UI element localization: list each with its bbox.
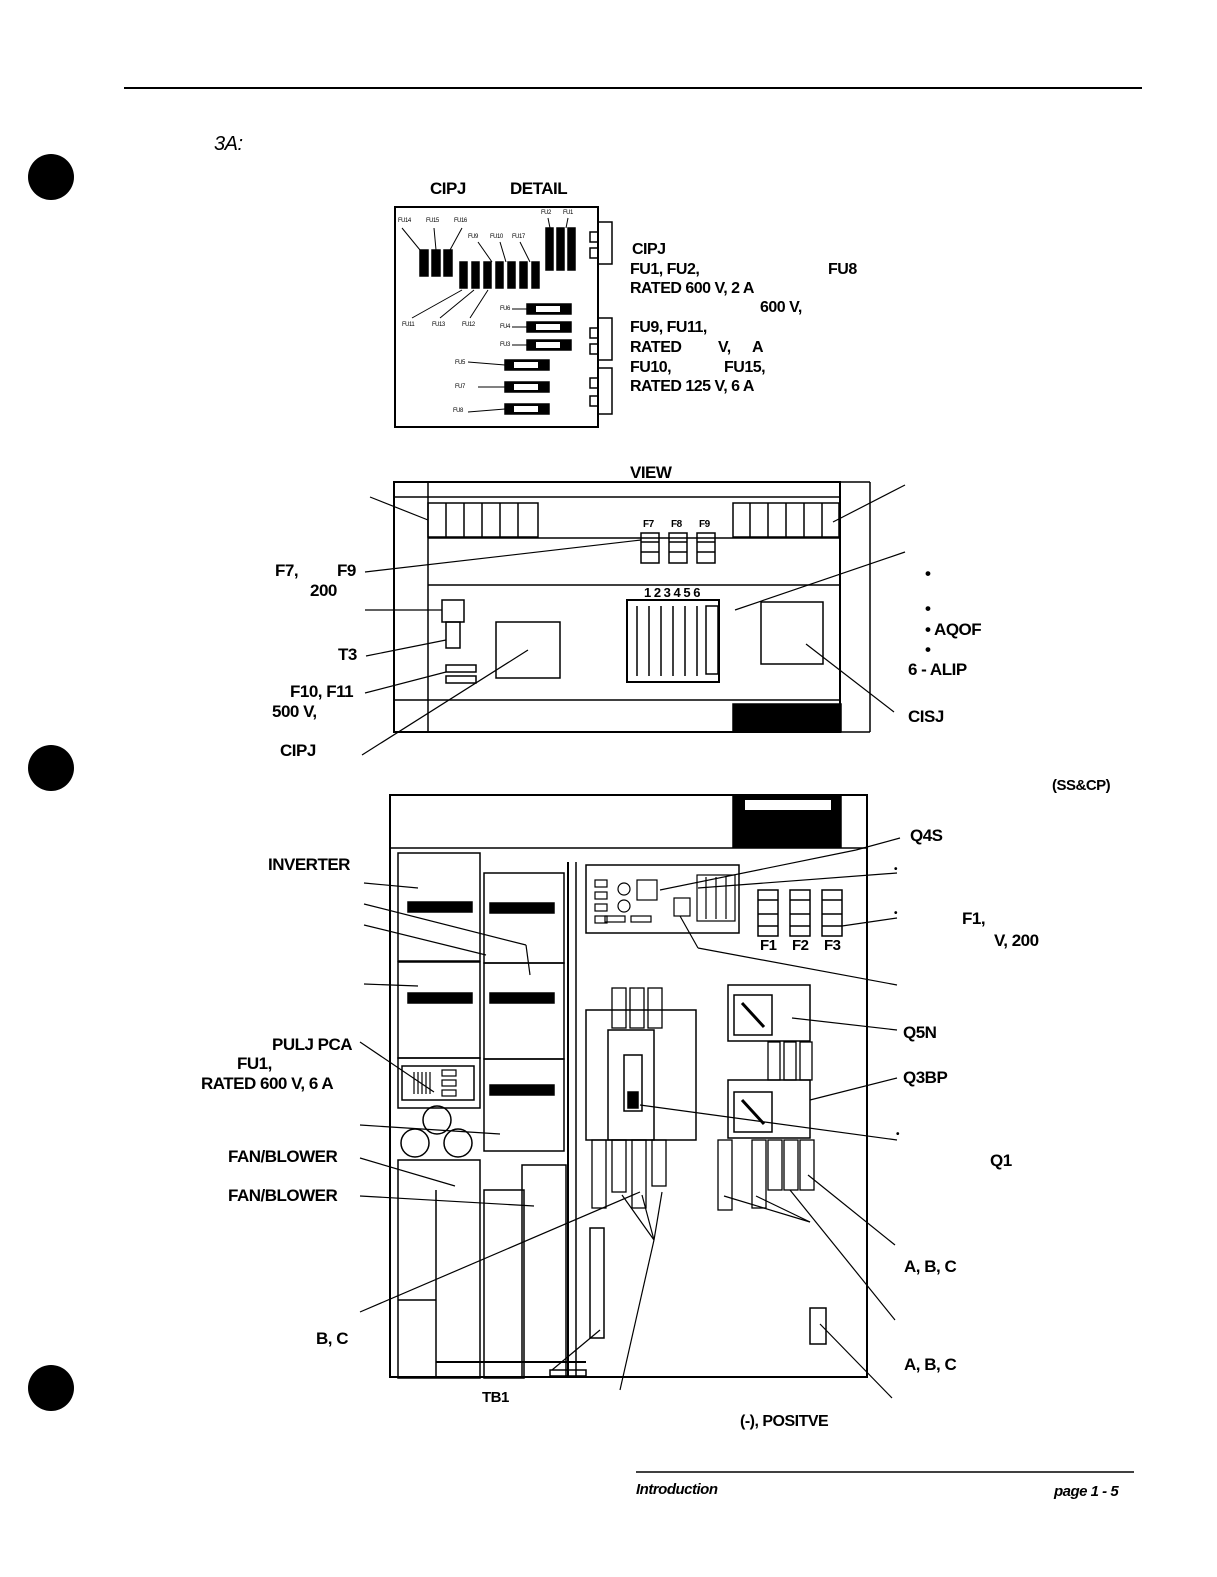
- fuse-label: FU1: [563, 210, 573, 216]
- fuse-f3-label: F3: [824, 937, 841, 954]
- fuse-label: FU16: [454, 218, 467, 224]
- top-left-label-cipj: CIPJ: [280, 741, 316, 760]
- fuse-label: FU2: [541, 210, 551, 216]
- fuse-label: FU5: [455, 360, 465, 366]
- punch-hole-top: [28, 154, 74, 200]
- front-label-q4s: Q4S: [910, 826, 943, 845]
- top-left-label-t3: T3: [338, 645, 357, 664]
- fuse-label: FU13: [432, 322, 445, 328]
- top-left-label-500v: 500 V,: [272, 702, 317, 721]
- fuse-label: FU9: [468, 234, 478, 240]
- fuse-label: FU7: [455, 384, 465, 390]
- detail-note: FU8: [828, 261, 857, 278]
- detail-title-detail: DETAIL: [510, 179, 568, 198]
- fuse-label: FU12: [462, 322, 475, 328]
- front-label-negative-positive: (-), POSITVE: [740, 1413, 829, 1430]
- front-label-b-c: B, C: [316, 1329, 349, 1348]
- detail-note: RATED 125 V, 6 A: [630, 378, 754, 395]
- detail-note: 600 V,: [760, 299, 802, 316]
- punch-hole-bottom: [28, 1365, 74, 1411]
- detail-note: A: [752, 339, 764, 356]
- detail-note: FU15,: [724, 359, 766, 376]
- front-right-bullet: •: [894, 908, 898, 919]
- front-label-rated: RATED 600 V, 6 A: [201, 1074, 334, 1093]
- footer-section: Introduction: [636, 1481, 718, 1498]
- front-label-fan-blower-1: FAN/BLOWER: [228, 1147, 338, 1166]
- fuse-f9-label: F9: [699, 519, 710, 530]
- section-label: 3A:: [214, 133, 243, 155]
- top-view-title: VIEW: [630, 463, 672, 482]
- top-left-label-200: 200: [310, 581, 337, 600]
- terminal-numbers: 1 2 3 4 5 6: [644, 585, 700, 600]
- fuse-label: FU15: [426, 218, 439, 224]
- front-label-v200: V, 200: [994, 931, 1039, 950]
- detail-note: FU9, FU11,: [630, 319, 707, 336]
- punch-hole-middle: [28, 745, 74, 791]
- top-right-bullet: •: [925, 640, 931, 659]
- top-right-bullet: •: [925, 564, 931, 583]
- fuse-label: FU3: [500, 342, 510, 348]
- front-label-fu1: FU1,: [237, 1054, 272, 1073]
- front-label-abc-2: A, B, C: [904, 1355, 957, 1374]
- fuse-label: FU6: [500, 306, 510, 312]
- front-label-abc-1: A, B, C: [904, 1257, 957, 1276]
- top-right-label-aqof: • AQOF: [925, 620, 982, 639]
- top-left-label-f10-f11: F10, F11: [290, 682, 354, 701]
- front-label-pulj-pca: PULJ PCA: [272, 1035, 353, 1054]
- page-number: page 1 - 5: [1054, 1483, 1119, 1500]
- fuse-label: FU10: [490, 234, 503, 240]
- top-right-label-cisj: CISJ: [908, 707, 944, 726]
- detail-note: FU1, FU2,: [630, 261, 700, 278]
- detail-title-cipj: CIPJ: [430, 179, 466, 198]
- fuse-label: FU11: [402, 322, 415, 328]
- detail-note: FU10,: [630, 359, 672, 376]
- top-left-label-f7: F7,: [275, 561, 299, 580]
- front-label-fan-blower-2: FAN/BLOWER: [228, 1186, 338, 1205]
- front-right-bullet: •: [896, 1129, 900, 1140]
- detail-note: CIPJ: [632, 241, 666, 258]
- front-label-q1: Q1: [990, 1151, 1012, 1170]
- detail-note: RATED 600 V, 2 A: [630, 280, 754, 297]
- top-right-bullet: •: [925, 599, 931, 618]
- fuse-f7-label: F7: [643, 519, 654, 530]
- fuse-label: FU4: [500, 324, 510, 330]
- front-label-q5n: Q5N: [903, 1023, 937, 1042]
- front-label-q3bp: Q3BP: [903, 1068, 948, 1087]
- front-right-bullet: •: [894, 864, 898, 875]
- fuse-label: FU17: [512, 234, 525, 240]
- fuse-f8-label: F8: [671, 519, 682, 530]
- front-label-inverter: INVERTER: [268, 855, 350, 874]
- fuse-f2-label: F2: [792, 937, 809, 954]
- front-label-tb1: TB1: [482, 1389, 509, 1406]
- top-left-label-f9: F9: [337, 561, 356, 580]
- detail-note: V,: [718, 339, 731, 356]
- front-label-f1: F1,: [962, 909, 986, 928]
- fuse-label: FU8: [453, 408, 463, 414]
- fuse-f1-label: F1: [760, 937, 777, 954]
- fuse-label: FU14: [398, 218, 411, 224]
- top-right-label-alip: 6 - ALIP: [908, 660, 967, 679]
- front-view-heading: (SS&CP): [1052, 777, 1111, 794]
- detail-note: RATED: [630, 339, 682, 356]
